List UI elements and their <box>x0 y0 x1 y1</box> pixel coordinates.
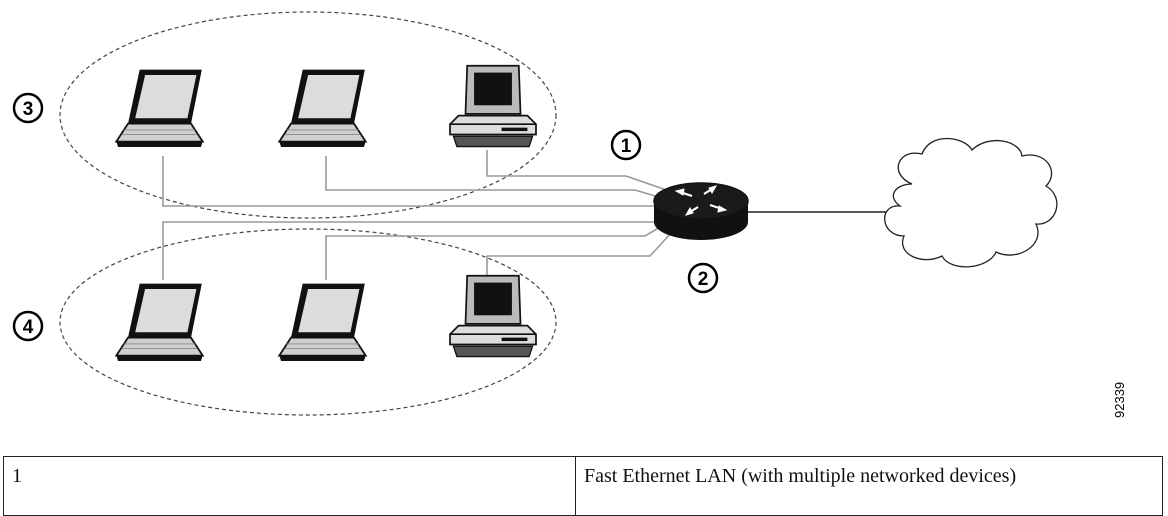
callout-3: 3 <box>12 92 44 124</box>
laptop-icon <box>278 68 367 149</box>
desktop-computer-icon <box>449 64 537 148</box>
svg-text:2: 2 <box>698 269 709 290</box>
figure-id: 92339 <box>1112 382 1127 418</box>
legend-number: 1 <box>3 456 576 516</box>
callout-1: 1 <box>610 129 642 161</box>
callout-4: 4 <box>12 310 44 342</box>
desktop-computer-icon <box>449 274 537 358</box>
lan-group-upper <box>59 11 557 219</box>
lan-group-lower <box>59 228 557 416</box>
table-row: 1 Fast Ethernet LAN (with multiple netwo… <box>3 456 1163 516</box>
cloud-icon <box>884 138 1058 268</box>
laptop-icon <box>115 282 204 363</box>
callout-2: 2 <box>687 262 719 294</box>
laptop-icon <box>115 68 204 149</box>
laptop-icon <box>278 282 367 363</box>
legend-description: Fast Ethernet LAN (with multiple network… <box>575 456 1163 516</box>
network-diagram: 1 2 3 4 92339 <box>12 11 1127 418</box>
svg-text:4: 4 <box>23 317 34 338</box>
router-icon <box>653 182 749 240</box>
cables <box>162 150 673 280</box>
legend-table: 1 Fast Ethernet LAN (with multiple netwo… <box>3 456 1163 516</box>
svg-text:3: 3 <box>23 99 34 120</box>
svg-text:1: 1 <box>621 136 632 157</box>
